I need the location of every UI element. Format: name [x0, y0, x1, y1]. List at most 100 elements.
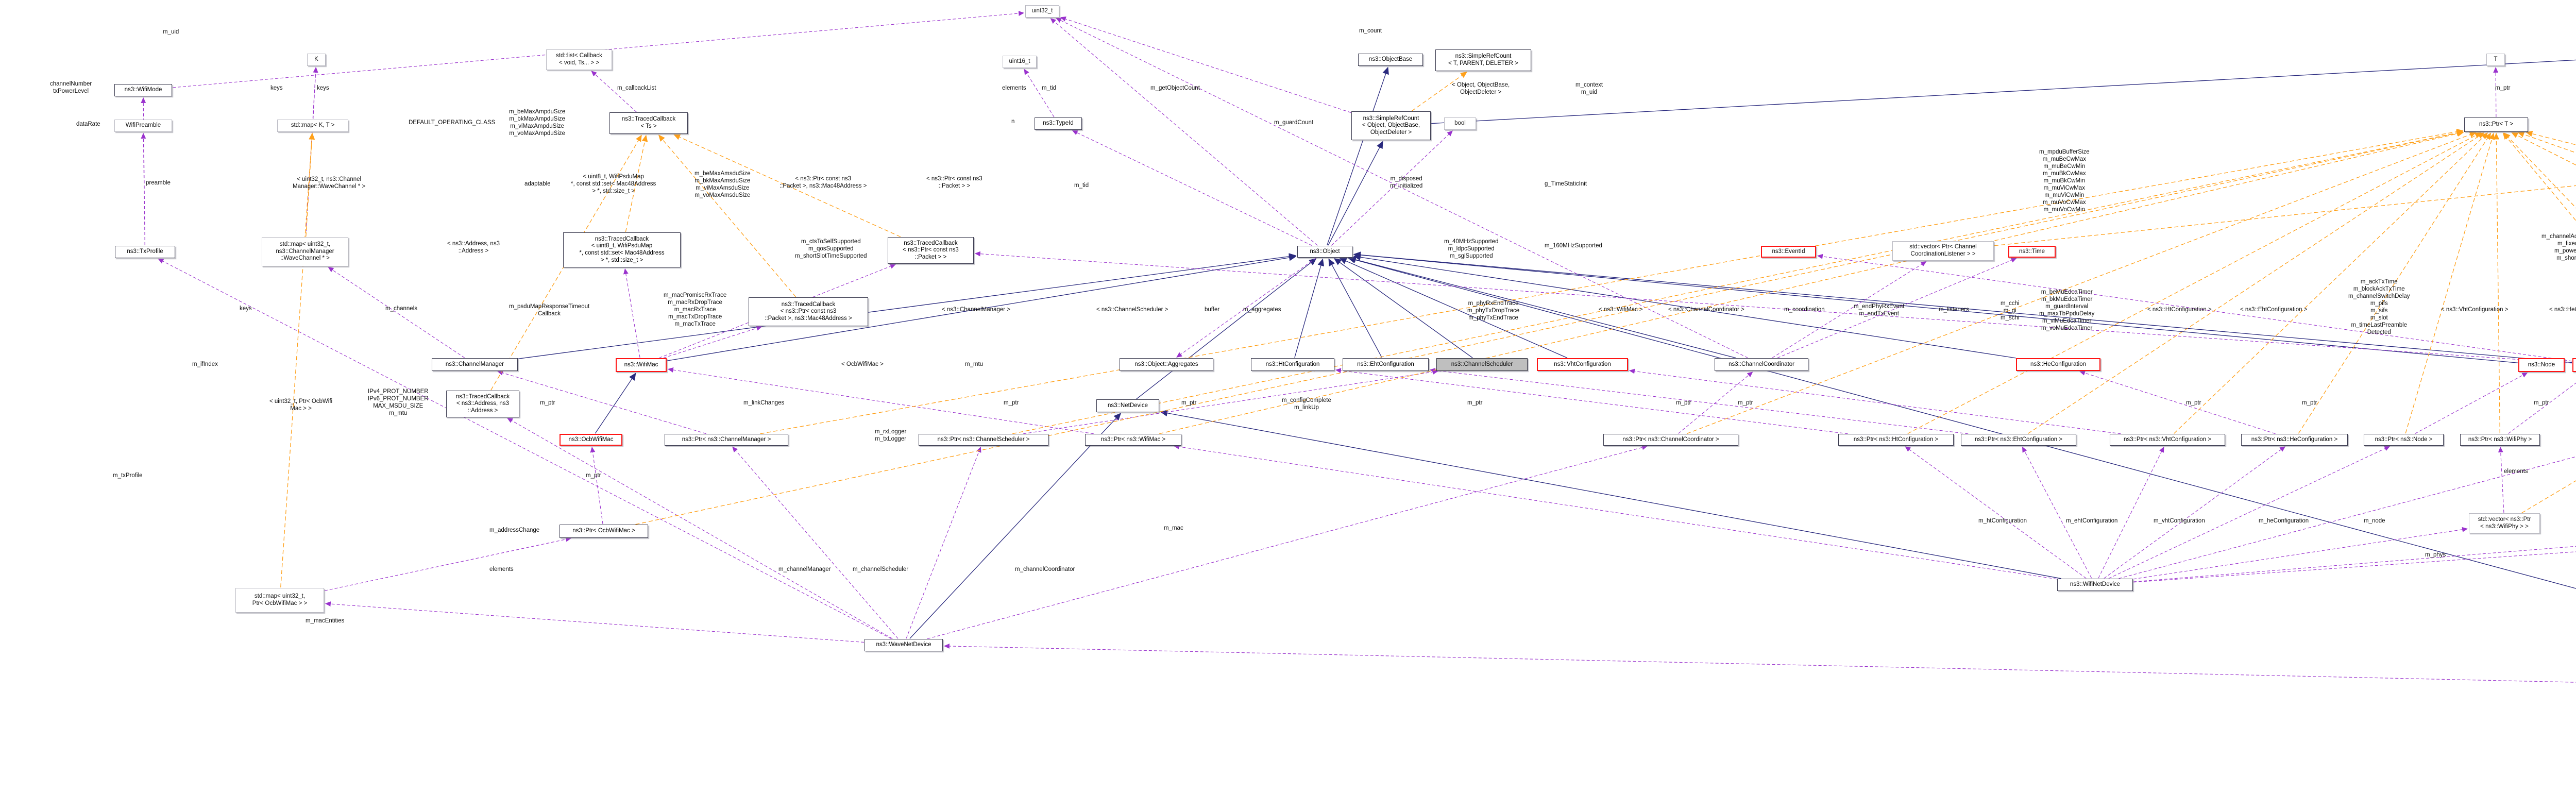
node-ptr_wifiphy[interactable]: ns3::Ptr< ns3::WifiPhy > — [2460, 434, 2540, 446]
node-ptr_heconfig[interactable]: ns3::Ptr< ns3::HeConfiguration > — [2241, 434, 2348, 446]
edge-channelcoordinator-vector_ccl — [1772, 261, 1927, 358]
edge-wifinetdevice-ptr_ehtconfig — [2022, 446, 2092, 579]
node-ptr_node[interactable]: ns3::Ptr< ns3::Node > — [2364, 434, 2444, 446]
node-eventid[interactable]: ns3::EventId — [1761, 246, 1816, 258]
node-wifipreamble[interactable]: WifiPreamble — [114, 120, 172, 132]
node-ptr_channelmanager[interactable]: ns3::Ptr< ns3::ChannelManager > — [665, 434, 788, 446]
edge-ptr_node-ptr_t — [2405, 132, 2495, 434]
edge-label: m_disposed m_initialized — [1390, 176, 1423, 190]
node-tracedcb_pkt_mac[interactable]: ns3::TracedCallback < ns3::Ptr< const ns… — [749, 297, 868, 326]
edge-ptr_node-noden — [2415, 372, 2528, 434]
node-uint32[interactable]: uint32_t — [1025, 5, 1059, 18]
node-ptr_t[interactable]: ns3::Ptr< T > — [2464, 117, 2528, 132]
edge-wifiphy-tracedcb_pkt — [974, 251, 2572, 364]
edge-label: m_listeners — [1939, 307, 1969, 313]
edge-wifiphy-eventid — [1817, 254, 2572, 362]
edge-ptr_htconfig-ptr_t — [1907, 132, 2482, 434]
edge-label: m_ptr — [586, 473, 601, 479]
node-tracedcb_ts[interactable]: ns3::TracedCallback < Ts > — [609, 112, 688, 134]
edge-label: m_beMaxAmsduSize m_bkMaxAmsduSize m_viMa… — [694, 171, 751, 199]
node-aggregates[interactable]: ns3::Object::Aggregates — [1120, 358, 1213, 371]
node-objectbase[interactable]: ns3::ObjectBase — [1358, 54, 1423, 66]
node-map_wavechannel[interactable]: std::map< uint32_t, ns3::ChannelManager … — [262, 237, 348, 266]
edge-label: channelNumber txPowerLevel — [50, 81, 92, 95]
node-k[interactable]: K — [307, 54, 326, 66]
node-channelscheduler[interactable]: ns3::ChannelScheduler — [1436, 358, 1528, 371]
node-htconfig[interactable]: ns3::HtConfiguration — [1251, 358, 1334, 371]
edge-label: dataRate — [76, 121, 100, 127]
node-wifiphy[interactable]: ns3::WifiPhy — [2572, 358, 2576, 372]
edge-label: keys — [240, 306, 252, 312]
edge-map_ocbwifimac-ptr_ocbwifimac — [324, 536, 572, 592]
edge-label: m_channelAccessRequested m_fixedPhyBand … — [2541, 233, 2576, 262]
edge-wifinetdevice-ptr_node — [2108, 446, 2391, 579]
node-map_ocbwifimac[interactable]: std::map< uint32_t, Ptr< OcbWifiMac > > — [235, 588, 324, 613]
edge-ptr_wavenetdevice-wavenetdevice — [943, 644, 2576, 683]
edge-txprofile-wifipreamble — [141, 132, 146, 246]
node-ptr_ocbwifimac[interactable]: ns3::Ptr< OcbWifiMac > — [560, 525, 648, 538]
node-src_t[interactable]: ns3::SimpleRefCount < T, PARENT, DELETER… — [1435, 49, 1531, 71]
node-wifimode[interactable]: ns3::WifiMode — [114, 84, 172, 96]
edge-wifiphy-object — [1353, 251, 2572, 363]
node-ptr_channelscheduler[interactable]: ns3::Ptr< ns3::ChannelScheduler > — [919, 434, 1048, 446]
edge-ptr_ocbwifimac-ocbwifimac — [590, 446, 603, 525]
node-vector_ccl[interactable]: std::vector< Ptr< Channel CoordinationLi… — [1892, 241, 1994, 261]
edge-label: < ns3::HtConfiguration > — [2147, 307, 2212, 313]
node-channelmanager[interactable]: ns3::ChannelManager — [432, 358, 518, 371]
edge-label: m_uid — [163, 29, 179, 35]
node-wifimac[interactable]: ns3::WifiMac — [616, 358, 667, 372]
node-heconfig[interactable]: ns3::HeConfiguration — [2016, 358, 2100, 371]
node-wavenetdevice[interactable]: ns3::WaveNetDevice — [865, 639, 943, 651]
node-txprofile[interactable]: ns3::TxProfile — [115, 246, 175, 258]
edge-heconfig-object — [1353, 254, 2016, 359]
edge-label: m_ackTxTime m_blockAckTxTime m_channelSw… — [2348, 279, 2410, 336]
edge-channelscheduler-object — [1333, 258, 1473, 358]
node-timen[interactable]: ns3::Time — [2008, 246, 2056, 258]
node-uint16[interactable]: uint16_t — [1003, 56, 1037, 68]
node-ehtconfig[interactable]: ns3::EhtConfiguration — [1343, 358, 1429, 371]
edge-wifinetdevice-vector_ptr_wrsm — [2119, 456, 2576, 579]
node-channelcoordinator[interactable]: ns3::ChannelCoordinator — [1715, 358, 1808, 371]
node-noden[interactable]: ns3::Node — [2518, 358, 2565, 372]
edge-ptr_channelscheduler-ptr_t — [1012, 130, 2464, 434]
node-t[interactable]: T — [2486, 54, 2505, 66]
edge-ptr_ocbwifimac-ptr_t — [635, 130, 2464, 525]
node-tracedcb_psdumap[interactable]: ns3::TracedCallback < uint8_t, WifiPsduM… — [563, 232, 681, 267]
node-typeid[interactable]: ns3::TypeId — [1035, 117, 1082, 130]
edge-ptr_channelscheduler-channelscheduler — [1023, 369, 1438, 434]
node-ptr_channelcoordinator[interactable]: ns3::Ptr< ns3::ChannelCoordinator > — [1603, 434, 1738, 446]
edge-label: < ns3::VhtConfiguration > — [2441, 307, 2509, 313]
edge-label: m_ptr — [2302, 400, 2317, 406]
node-ptr_htconfig[interactable]: ns3::Ptr< ns3::HtConfiguration > — [1838, 434, 1954, 446]
node-list_callback[interactable]: std::list< Callback < void, Ts... > > — [546, 49, 612, 70]
node-vector_ptr_wifiphy[interactable]: std::vector< ns3::Ptr < ns3::WifiPhy > > — [2469, 513, 2540, 533]
edge-label: < ns3::EhtConfiguration > — [2240, 307, 2308, 313]
node-vhtconfig[interactable]: ns3::VhtConfiguration — [1537, 358, 1628, 371]
edge-wifinetdevice-ptr_htconfig — [1905, 446, 2087, 579]
edge-label: m_linkChanges — [743, 400, 785, 406]
node-booln[interactable]: bool — [1444, 117, 1476, 130]
edge-ptr_channelmanager-channelmanager — [497, 370, 706, 434]
node-ocbwifimac[interactable]: ns3::OcbWifiMac — [560, 434, 622, 446]
edge-src_obj-uint32 — [1060, 16, 1351, 113]
edge-wifimac-tracedcb_pkt_mac — [663, 326, 762, 359]
node-map_kt[interactable]: std::map< K, T > — [277, 120, 348, 132]
node-src_obj[interactable]: ns3::SimpleRefCount < Object, ObjectBase… — [1351, 111, 1431, 140]
node-object[interactable]: ns3::Object — [1297, 246, 1352, 258]
edge-wifimode-uint32 — [172, 11, 1025, 88]
edge-label: m_ptr — [2186, 400, 2201, 406]
edge-label: n — [1011, 119, 1015, 125]
node-ptr_wifimac[interactable]: ns3::Ptr< ns3::WifiMac > — [1085, 434, 1181, 446]
edge-object-aggregates — [1176, 258, 1316, 358]
node-tracedcb_pkt[interactable]: ns3::TracedCallback < ns3::Ptr< const ns… — [888, 237, 974, 264]
edge-label: < ns3::Ptr< const ns3 ::Packet >, ns3::M… — [779, 176, 867, 190]
node-ptr_vhtconfig[interactable]: ns3::Ptr< ns3::VhtConfiguration > — [2110, 434, 2225, 446]
node-netdevice[interactable]: ns3::NetDevice — [1096, 399, 1159, 412]
edge-wavenetdevice-ptr_channelmanager — [732, 446, 899, 639]
node-tracedcb_addr[interactable]: ns3::TracedCallback < ns3::Address, ns3 … — [446, 391, 519, 417]
node-wifinetdevice[interactable]: ns3::WifiNetDevice — [2057, 579, 2133, 591]
edge-src_obj-empty — [1431, 59, 2576, 124]
edge-label: m_ptr — [1738, 400, 1753, 406]
edge-channelcoordinator-object — [1348, 256, 1736, 359]
node-ptr_ehtconfig[interactable]: ns3::Ptr< ns3::EhtConfiguration > — [1961, 434, 2076, 446]
